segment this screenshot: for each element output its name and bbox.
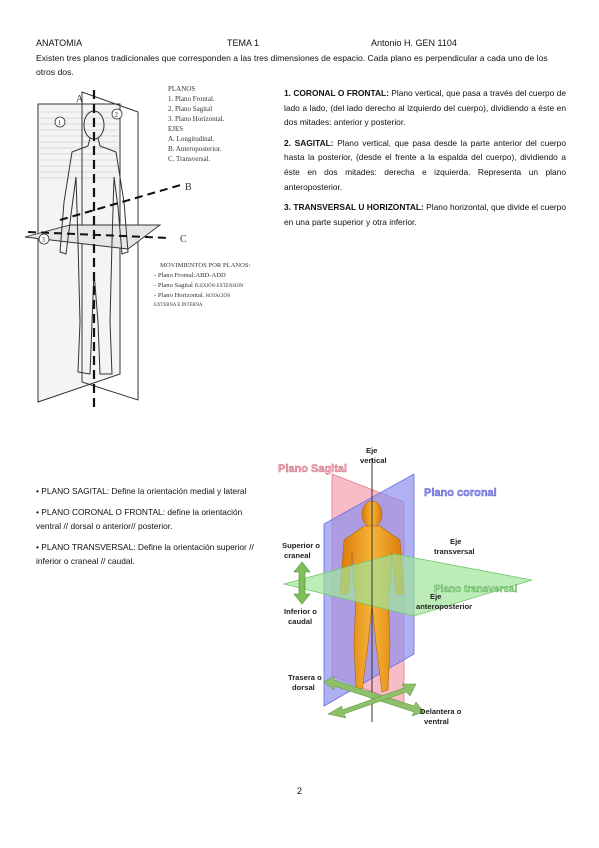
superior-inferior-arrow xyxy=(293,561,311,605)
axis-letter-c: C xyxy=(180,234,187,245)
bullet-transversal: • PLANO TRANSVERSAL: Define la orientaci… xyxy=(36,541,254,567)
movement-horizontal: - Plano Horizontal. ROTACIÓN xyxy=(154,292,231,299)
label-plano-sagital: Plano Sagital xyxy=(278,463,347,475)
label-superior-1: Superior o xyxy=(282,541,320,550)
legend-plane-1: 1. Plano Frontal. xyxy=(168,95,215,103)
header-topic: TEMA 1 xyxy=(227,38,260,48)
label-eje-vertical-2: vertical xyxy=(360,456,387,465)
plane-marker-3: 3 xyxy=(42,236,46,244)
label-trasera-1: Trasera o xyxy=(288,673,322,682)
movements-title: MOVIMIENTOS POR PLANOS: xyxy=(160,262,251,269)
label-delantera-2: ventral xyxy=(424,717,449,726)
anteroposterior-axis xyxy=(59,183,185,221)
transversal-plane-color xyxy=(282,553,533,617)
legend-axis-b: B. Anteroposterior. xyxy=(168,145,222,153)
axis-letter-b: B xyxy=(185,182,192,193)
label-delantera-1: Delantera o xyxy=(420,707,462,716)
header-subject: ANATOMIA xyxy=(36,38,83,48)
bullet-coronal: • PLANO CORONAL O FRONTAL: define la ori… xyxy=(36,506,243,532)
label-eje-ap-2: anteroposterior xyxy=(416,602,472,611)
legend-axis-a: A. Longitudinal. xyxy=(168,135,215,143)
label-eje-transversal-2: transversal xyxy=(434,547,475,556)
planes-axes-figure: A B C 1 2 3 PLANOS 1. Plano Frontal. 2. … xyxy=(24,85,251,407)
definition-sagital: 2. SAGITAL: Plano vertical, que pasa des… xyxy=(284,137,566,192)
dorsal-ventral-arrows xyxy=(323,675,425,719)
definition-coronal: 1. CORONAL O FRONTAL: Plano vertical, qu… xyxy=(284,88,566,128)
colored-planes-figure: Plano Sagital Plano coronal Plano transv… xyxy=(278,446,533,726)
plane-definitions: 1. CORONAL O FRONTAL: Plano vertical, qu… xyxy=(284,86,566,235)
movement-sagital: - Plano Sagital FLEXIÓN-EXTENSIÓN xyxy=(154,282,244,289)
header-author: Antonio H. GEN 1104 xyxy=(371,38,457,48)
label-plano-transversal: Plano transversal xyxy=(434,584,518,595)
legend-axis-c: C. Transversal. xyxy=(168,155,210,163)
label-superior-2: craneal xyxy=(284,551,311,560)
label-eje-transversal-1: Eje xyxy=(450,537,461,546)
legend-planes-title: PLANOS xyxy=(168,85,195,93)
plane-marker-1: 1 xyxy=(58,119,62,127)
bullet-sagital: • PLANO SAGITAL: Define la orientación m… xyxy=(36,486,247,496)
plane-marker-2: 2 xyxy=(115,111,119,119)
definition-transversal: 3. TRANSVERSAL U HORIZONTAL: Plano horiz… xyxy=(284,202,566,227)
label-eje-ap-1: Eje xyxy=(430,592,441,601)
label-trasera-2: dorsal xyxy=(292,683,315,692)
sagital-plane-shape xyxy=(81,91,139,401)
transversal-axis xyxy=(27,231,171,239)
label-inferior-2: caudal xyxy=(288,617,312,626)
legend-plane-2: 2. Plano Sagital xyxy=(168,105,212,113)
movement-frontal: - Plano Frontal:ABD-ADD xyxy=(154,272,226,279)
legend-plane-3: 3. Plano Horizontal. xyxy=(168,115,225,123)
movement-horizontal-tail: EXTERNA E INTERNA xyxy=(154,303,203,308)
axis-letter-a: A xyxy=(76,94,84,105)
label-inferior-1: Inferior o xyxy=(284,607,317,616)
frontal-plane-shape xyxy=(37,103,121,403)
intro-paragraph: Existen tres planos tradicionales que co… xyxy=(36,53,548,77)
orientation-bullets: • PLANO SAGITAL: Define la orientación m… xyxy=(36,484,260,575)
page-number: 2 xyxy=(296,786,302,796)
legend-axes-title: EJES xyxy=(168,125,183,133)
label-eje-vertical-1: Eje xyxy=(366,446,377,455)
label-plano-coronal: Plano coronal xyxy=(424,487,497,499)
